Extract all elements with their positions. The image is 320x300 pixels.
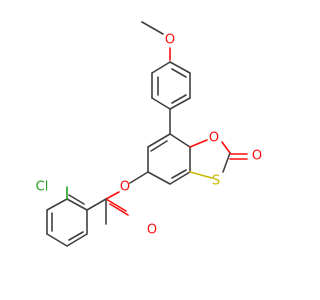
oxygen-lactone-carbonyl-label: O: [252, 149, 262, 164]
bond-ring1-f: [169, 61, 191, 74]
bond-ring1-a: [151, 61, 171, 74]
bond-c2-s: [222, 152, 231, 173]
bond-ring3-link: [86, 198, 107, 211]
oxygen-ester-label: O: [120, 180, 130, 195]
molecule-structure-diagram: O O O S O O Cl: [36, 21, 262, 247]
benzoxathiolone-core: [147, 133, 248, 185]
bond-core-d-inner: [171, 169, 187, 179]
bond-core-a: [147, 133, 171, 148]
chlorine-label: Cl: [36, 180, 49, 195]
bond-ester-o-carbonyl-c: [105, 191, 120, 200]
bond-ring-o-a: [189, 139, 208, 148]
bond-core-c: [147, 171, 171, 185]
bond-ring3-a-inner: [68, 194, 85, 205]
bond-carbonyl-double-b: [109, 203, 129, 216]
sulfur-label: S: [212, 174, 220, 189]
oxygen-methoxy-label: O: [165, 33, 175, 48]
bond-ring3-e: [66, 233, 88, 247]
bond-s-aryl: [189, 171, 213, 179]
chlorophenyl-ring: [46, 186, 107, 247]
atom-labels: O O O S O O Cl: [36, 33, 262, 238]
bond-ring3-e-inner: [68, 231, 84, 241]
bond-core-a-inner: [150, 140, 168, 152]
bond-ring1-d-inner: [171, 94, 187, 104]
bond-aryl-ester-o: [129, 171, 149, 184]
bond-core-f: [169, 133, 191, 148]
bond-ring3-b: [46, 198, 68, 211]
oxygen-ester-carbonyl-label: O: [147, 223, 157, 238]
bond-ring1-d: [169, 97, 191, 110]
bond-ring1-f-inner: [171, 68, 187, 78]
oxygen-ring-label: O: [209, 131, 219, 146]
bond-ring3-a: [66, 198, 88, 211]
bond-methyl-oxygen: [141, 21, 164, 35]
methoxyphenyl-ring: [151, 61, 191, 135]
methoxy-group: [141, 21, 171, 61]
bond-core-d: [169, 171, 191, 185]
bond-ring1-c: [151, 97, 171, 110]
bond-carbonyl-double-a: [105, 198, 127, 212]
ester-linkage: [105, 171, 149, 225]
bond-ring-o-b: [221, 141, 231, 154]
bond-ring3-d: [46, 233, 68, 247]
